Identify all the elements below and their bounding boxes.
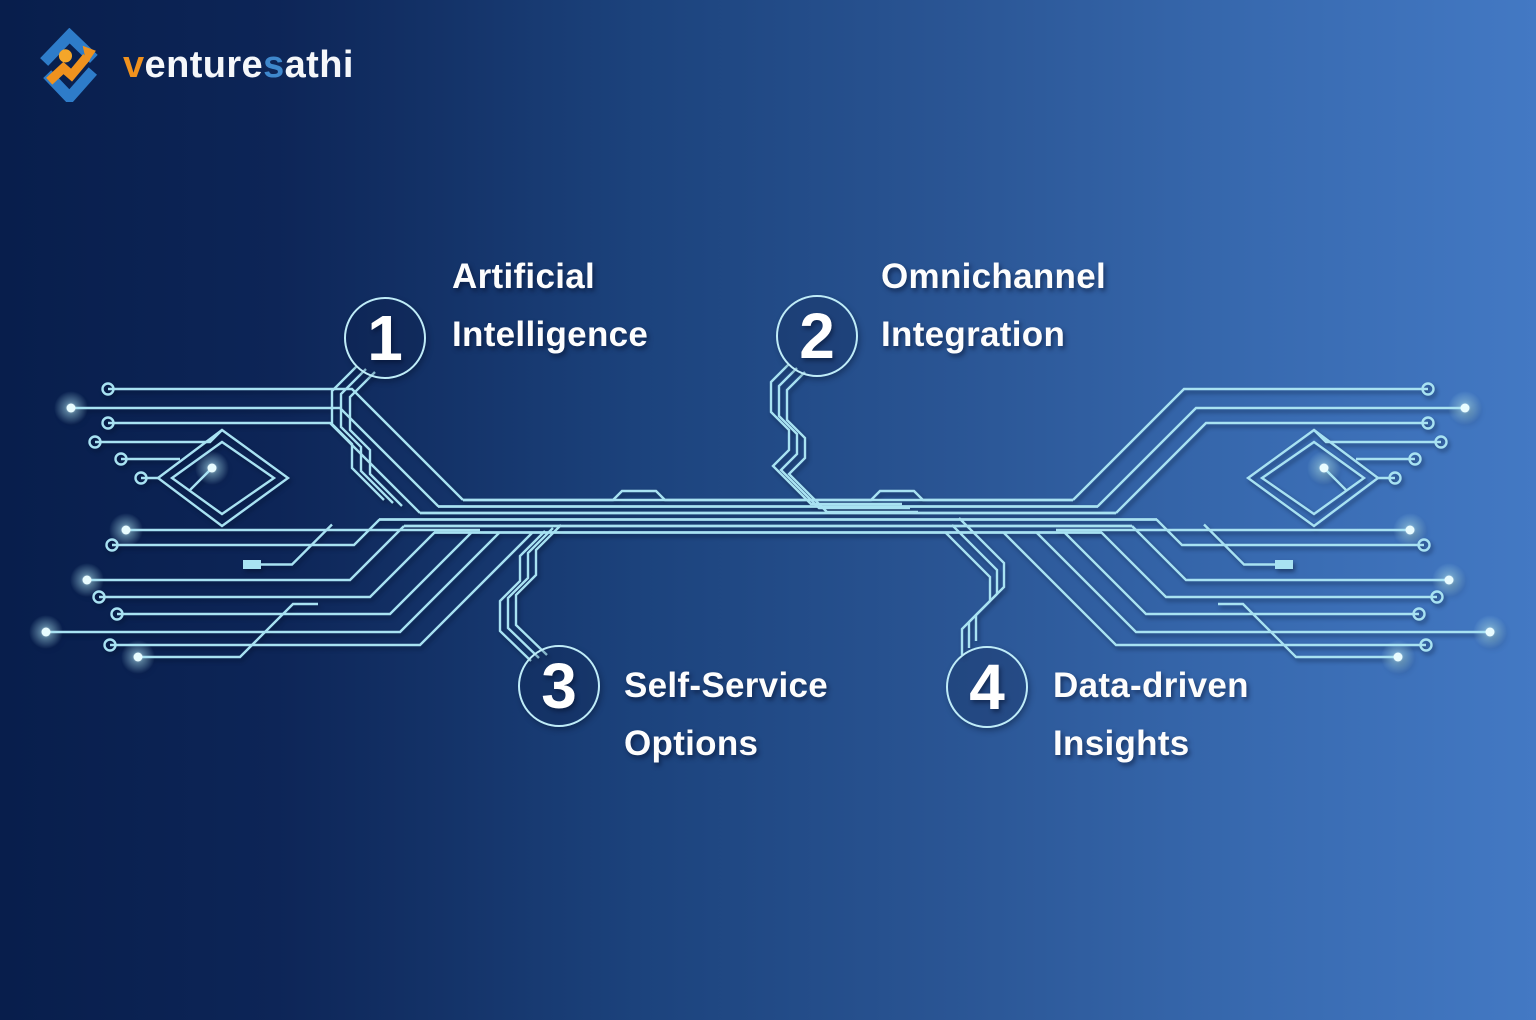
step-number: 4 (969, 651, 1005, 723)
branch-bundle-3 (498, 523, 563, 663)
wordmark-part: v (123, 43, 145, 86)
growth-arrow-diamond-icon (40, 28, 98, 102)
step-label-line: Insights (1053, 724, 1190, 763)
wordmark-part: enture (144, 43, 264, 86)
circuit-left-half (27, 382, 1159, 676)
step-label-line: Integration (881, 315, 1066, 354)
step-label-line: Data-driven (1053, 666, 1249, 705)
branch-bundle-4 (943, 516, 1006, 657)
step-circle-2: 2 (776, 295, 858, 377)
step-number: 1 (367, 302, 403, 374)
step-label-3: Self-Service Options (624, 657, 828, 773)
step-circle-3: 3 (518, 645, 600, 727)
step-label-1: Artificial Intelligence (452, 248, 648, 364)
step-circle-4: 4 (946, 646, 1028, 728)
wordmark-part: s (263, 43, 285, 86)
step-number: 3 (541, 650, 577, 722)
step-label-2: Omnichannel Integration (881, 248, 1106, 364)
step-circle-1: 1 (344, 297, 426, 379)
step-label-line: Artificial (452, 257, 596, 296)
step-number: 2 (799, 300, 835, 372)
step-label-line: Self-Service (624, 666, 828, 705)
wordmark-part: athi (284, 43, 354, 86)
step-label-4: Data-driven Insights (1053, 657, 1249, 773)
circuit-right-half (377, 382, 1509, 676)
brand-wordmark: venturesathi (123, 44, 354, 87)
step-label-line: Options (624, 724, 759, 763)
step-label-line: Intelligence (452, 315, 649, 354)
brand-logo: venturesathi (33, 28, 354, 102)
step-label-line: Omnichannel (881, 257, 1107, 296)
